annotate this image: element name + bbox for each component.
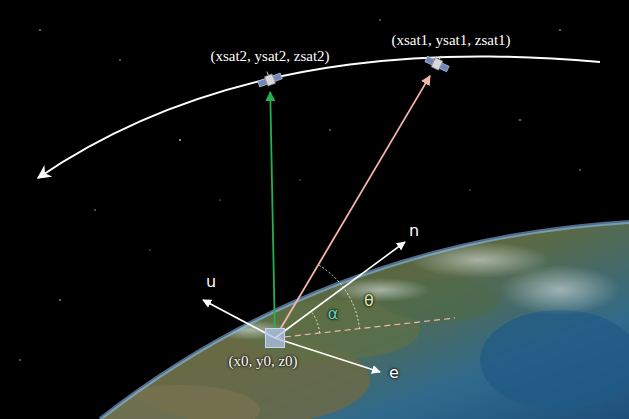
line-of-sight-arrow [281, 76, 430, 328]
line-of-sight-arrow [270, 92, 275, 328]
projection-line [275, 318, 455, 338]
axis-label: θ [364, 292, 374, 310]
orbit-arrow [38, 56, 600, 178]
ground-station-node: (x0, y0, z0) [265, 328, 285, 348]
coordinate-label: (x0, y0, z0) [228, 353, 297, 370]
satellite-icon [257, 69, 283, 89]
satellite-symbol [424, 53, 450, 75]
axis-label: n [409, 222, 419, 240]
atmosphere [100, 222, 629, 419]
theta-arc [318, 265, 359, 329]
satellite-node: (xsat2, ysat2, zsat2) [257, 69, 283, 91]
n-axis [275, 242, 405, 338]
satellite-icon [424, 53, 450, 74]
axis-label: e [389, 364, 399, 382]
earth-surface [100, 242, 629, 419]
coordinate-label: (xsat1, ysat1, zsat1) [391, 32, 510, 49]
axis-label: u [206, 273, 216, 291]
coordinate-label: (xsat2, ysat2, zsat2) [210, 48, 329, 65]
alpha-arc [311, 311, 320, 333]
axis-label: α [328, 305, 339, 323]
satellite-symbol [257, 69, 283, 91]
satellite-node: (xsat1, ysat1, zsat1) [424, 53, 450, 75]
earth [100, 222, 629, 419]
